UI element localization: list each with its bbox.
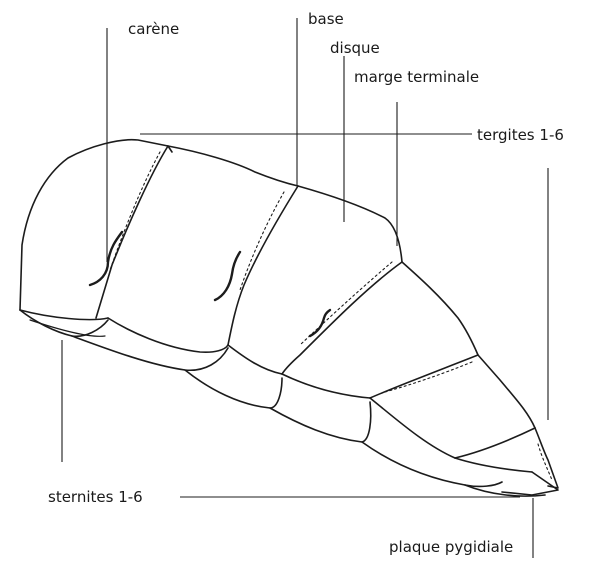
tergite-2-outline <box>168 146 298 186</box>
tergite-1-lower <box>20 310 108 320</box>
segment-shading-1 <box>30 320 105 336</box>
label-tergites: tergites 1-6 <box>477 126 564 144</box>
label-base: base <box>308 10 344 28</box>
tergite-1-outline <box>20 140 172 310</box>
label-sternites: sternites 1-6 <box>48 488 143 506</box>
tergite-2-lower <box>108 318 228 352</box>
tergite-5-outline <box>478 355 535 428</box>
tergite-6-outline <box>535 428 558 488</box>
leader-lines <box>62 18 548 558</box>
tergite-5-lower <box>370 398 455 458</box>
label-carene: carène <box>128 20 179 38</box>
tergite-3-outline <box>298 186 402 262</box>
tergite-2-dotted-margin <box>240 192 284 290</box>
pygidial-plate <box>502 472 558 495</box>
label-plaque-pygidiale: plaque pygidiale <box>389 538 513 556</box>
tergite-2-rear-edge <box>228 186 298 345</box>
carina-2 <box>215 252 240 300</box>
tergite-3-lower <box>228 345 282 374</box>
sternite-3 <box>185 370 282 408</box>
label-disque: disque <box>330 39 380 57</box>
abdomen-illustration <box>20 140 558 496</box>
tergite-4-dotted-margin <box>385 362 472 392</box>
tergite-3-rear-edge <box>282 262 402 374</box>
label-marge-terminale: marge terminale <box>354 68 479 86</box>
labels: carène base disque marge terminale tergi… <box>48 10 564 556</box>
carina-1 <box>90 232 122 285</box>
tergite-6-lower <box>455 458 532 472</box>
sternite-4 <box>270 402 371 442</box>
tergite-4-lower <box>282 374 370 398</box>
tergite-4-outline <box>402 262 478 355</box>
tergite-6-dotted <box>538 444 552 480</box>
sternite-2 <box>72 336 228 370</box>
tergite-5-rear-edge <box>455 428 535 458</box>
